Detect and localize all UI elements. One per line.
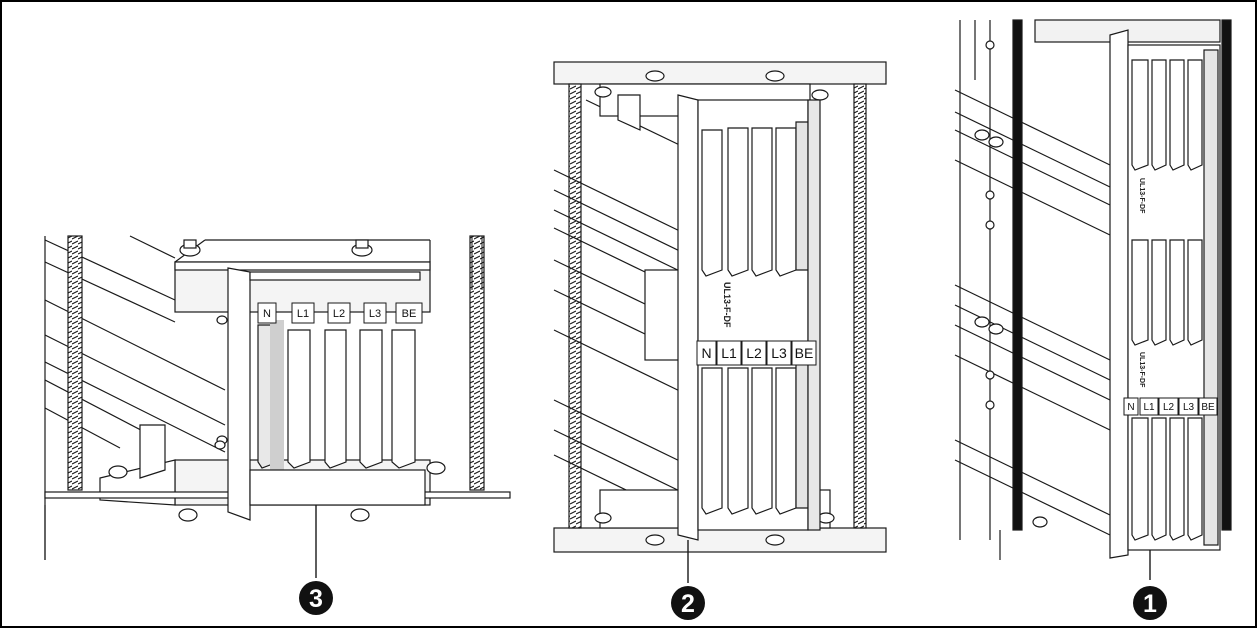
view-2-label-n: N (701, 345, 711, 361)
view-2-threaded-rod-left (568, 83, 582, 529)
view-2-callout: 2 (671, 586, 705, 620)
view-3-callout-number: 3 (309, 585, 323, 613)
view-1-part-code-upper: UL13-F-DF (1138, 178, 1145, 214)
view-1-busbar-fins (1131, 49, 1219, 546)
view-3-threaded-rod-right (469, 235, 485, 491)
view-2-trays (553, 99, 691, 522)
view-3-label-n: N (263, 308, 271, 320)
view-3-bottom-bolts (108, 440, 446, 522)
view-3-threaded-rod-left (67, 235, 83, 491)
view-1-phase-labels: N L1 L2 L3 BE (1123, 397, 1218, 416)
view-2-phase-labels: N L1 L2 L3 BE (696, 340, 817, 366)
view-2-bottom-bolts (594, 512, 835, 546)
view-1-label-l3: L3 (1183, 402, 1195, 413)
view-2-busbar-fins-upper (701, 121, 809, 277)
view-2-top-bolts (594, 70, 829, 101)
view-2-callout-number: 2 (681, 590, 695, 618)
view-1-callout: 1 (1133, 586, 1167, 620)
view-3-label-l2: L2 (333, 308, 345, 320)
view-2-label-l1: L1 (721, 345, 737, 361)
view-3-label-l1: L1 (297, 308, 309, 320)
view-2-threaded-rod-right (853, 83, 867, 529)
view-3 (44, 235, 511, 578)
view-3-busbar-fins (257, 320, 416, 470)
view-2-label-l3: L3 (771, 345, 787, 361)
view-2 (553, 61, 887, 583)
view-1-label-l2: L2 (1163, 402, 1175, 413)
view-2-label-be: BE (795, 345, 814, 361)
view-1-rod-left (1012, 19, 1023, 531)
view-2-busbar-fins-lower (701, 363, 809, 515)
view-1-rod-right (1221, 19, 1232, 531)
view-3-top-bolts (179, 239, 373, 445)
view-2-front-plate (677, 94, 699, 541)
view-1-front-plate (1109, 29, 1129, 559)
view-3-label-l3: L3 (369, 308, 381, 320)
view-1-label-be: BE (1201, 402, 1215, 413)
view-2-top-rail (553, 61, 887, 85)
view-1-frame (954, 20, 1111, 560)
view-1-label-n: N (1127, 402, 1134, 413)
view-3-front-plate (227, 267, 251, 521)
view-3-label-be: BE (402, 308, 417, 320)
view-1-part-code-lower: UL13-F-DF (1138, 352, 1145, 388)
view-3-phase-labels: N L1 L2 L3 BE (257, 302, 423, 324)
view-1 (954, 19, 1232, 580)
view-3-callout: 3 (299, 581, 333, 615)
view-1-clips (974, 40, 1048, 528)
view-2-part-code: UL13-F-DF (722, 282, 732, 328)
view-1-callout-number: 1 (1143, 590, 1157, 618)
view-2-bottom-rail (553, 527, 887, 553)
view-1-label-l1: L1 (1143, 402, 1155, 413)
view-2-label-l2: L2 (746, 345, 762, 361)
